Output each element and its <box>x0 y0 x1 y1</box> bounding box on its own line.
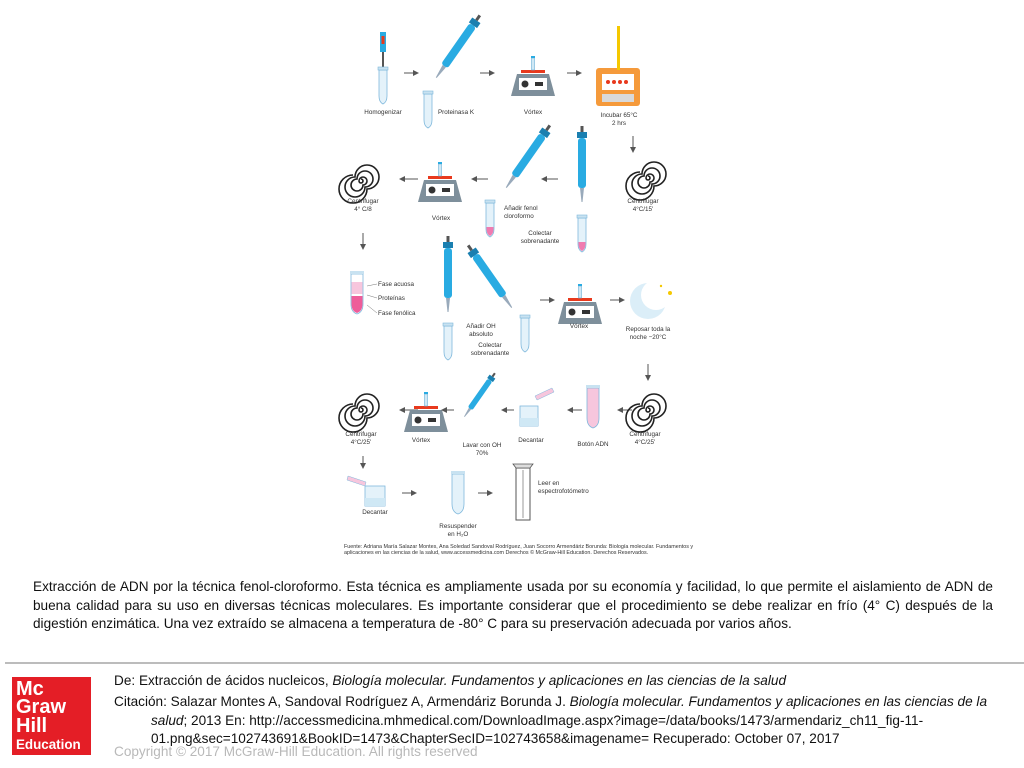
logo-line-4: Education <box>16 737 81 752</box>
pipette-icon-oh <box>443 236 453 312</box>
label-vortex-4: Vórtex <box>411 437 431 444</box>
label-centrifugar-1: Centrifugar 4°C/15' <box>627 198 659 213</box>
figure-caption: Extracción de ADN por la técnica fenol-c… <box>33 579 993 631</box>
mcgraw-hill-logo: Mc Graw Hill Education <box>12 677 91 755</box>
label-reposar: Reposar toda la noche −20°C <box>625 326 671 341</box>
label-leer: Leer en espectrofotómetro <box>538 480 589 495</box>
cite-book: Biología molecular. Fundamentos y aplica… <box>151 694 987 728</box>
label-decantar-1: Decantar <box>518 437 544 444</box>
diagram-graphics <box>338 12 672 521</box>
pipette-icon-proteinasa <box>432 12 484 81</box>
label-homogenizar: Homogenizar <box>364 109 402 116</box>
vortex-icon-3 <box>557 283 603 325</box>
cite-rest: ; 2013 En: http://accessmedicina.mhmedic… <box>151 712 924 747</box>
citation: Citación: Salazar Montes A, Sandoval Rod… <box>114 693 1014 749</box>
phase-tube-icon <box>350 271 364 315</box>
label-fase-fenolica: Fase fenólica <box>378 310 416 317</box>
spiral-icon-3 <box>338 393 380 433</box>
label-proteinasa: Proteinasa K <box>437 109 475 116</box>
label-decantar-2: Decantar <box>362 509 388 516</box>
label-boton: Botón ADN <box>577 441 609 448</box>
spiral-icon-2 <box>625 161 667 201</box>
label-colectar-2: Colectar sobrenadante <box>470 342 510 357</box>
tube-icon <box>519 314 531 353</box>
divider <box>5 662 1024 664</box>
label-centrifugar-2: Centrifugar 4° C/8 <box>347 198 379 213</box>
tube-icon <box>484 199 496 238</box>
label-vortex-2: Vórtex <box>431 215 451 222</box>
logo-line-2: Graw <box>16 696 67 718</box>
homogenizer-icon <box>377 32 389 105</box>
pipette-icon-fenol <box>502 122 554 191</box>
label-proteinas: Proteínas <box>378 295 405 302</box>
label-centrifugar-3: Centrifugar 4°C/25' <box>629 431 661 446</box>
dna-tube-icon <box>586 385 600 429</box>
pipette-icon-colectar-2 <box>464 242 516 311</box>
logo-line-3: Hill <box>16 715 48 737</box>
label-fenol: Añadir fenol cloroformo <box>504 205 538 220</box>
label-vortex-3: Vórtex <box>569 323 589 330</box>
label-lavar: Lavar con OH 70% <box>462 442 502 457</box>
vortex-icon-4 <box>403 391 449 433</box>
beaker-icon-2 <box>346 475 386 507</box>
cuvette-icon <box>512 463 534 521</box>
from-book: Biología molecular. Fundamentos y aplica… <box>332 673 787 688</box>
from-chapter: Extracción de ácidos nucleicos, <box>138 673 333 688</box>
label-incubar: Incubar 65°C 2 hrs <box>600 112 638 127</box>
spiral-icon-4 <box>625 393 667 433</box>
label-fase-acuosa: Fase acuosa <box>378 281 415 288</box>
moon-icon <box>630 280 672 319</box>
vortex-icon-1 <box>510 55 556 97</box>
label-resuspender: Resuspender en H₂O <box>439 523 477 538</box>
copyright: Copyright © 2017 McGraw-Hill Education. … <box>114 744 478 759</box>
resuspend-tube-icon <box>451 471 465 515</box>
vortex-icon-2 <box>417 161 463 203</box>
tube-icon <box>442 322 454 361</box>
label-centrifugar-4: Centrifugar 4°C/25' <box>345 431 377 446</box>
logo-line-1: Mc <box>16 678 44 700</box>
label-colectar-1: Colectar sobrenadante <box>520 230 560 245</box>
beaker-icon-1 <box>519 387 555 427</box>
source-line: De: Extracción de ácidos nucleicos, Biol… <box>114 672 1014 690</box>
label-vortex-1: Vórtex <box>523 109 543 116</box>
label-oh-absoluto: Añadir OH absoluto <box>466 323 496 338</box>
tube-icon <box>576 214 588 253</box>
pipette-icon-lavar <box>461 371 498 419</box>
figure-source: Fuente: Adriana María Salazar Montes, An… <box>344 544 694 557</box>
pipette-icon-colectar <box>577 126 587 202</box>
from-prefix: De: <box>114 673 139 688</box>
procedure-diagram: Homogenizar Proteinasa K Vórtex Incubar … <box>330 12 700 563</box>
cite-prefix: Citación: Salazar Montes A, Sandoval Rod… <box>114 694 570 709</box>
incubator-icon <box>596 26 640 106</box>
